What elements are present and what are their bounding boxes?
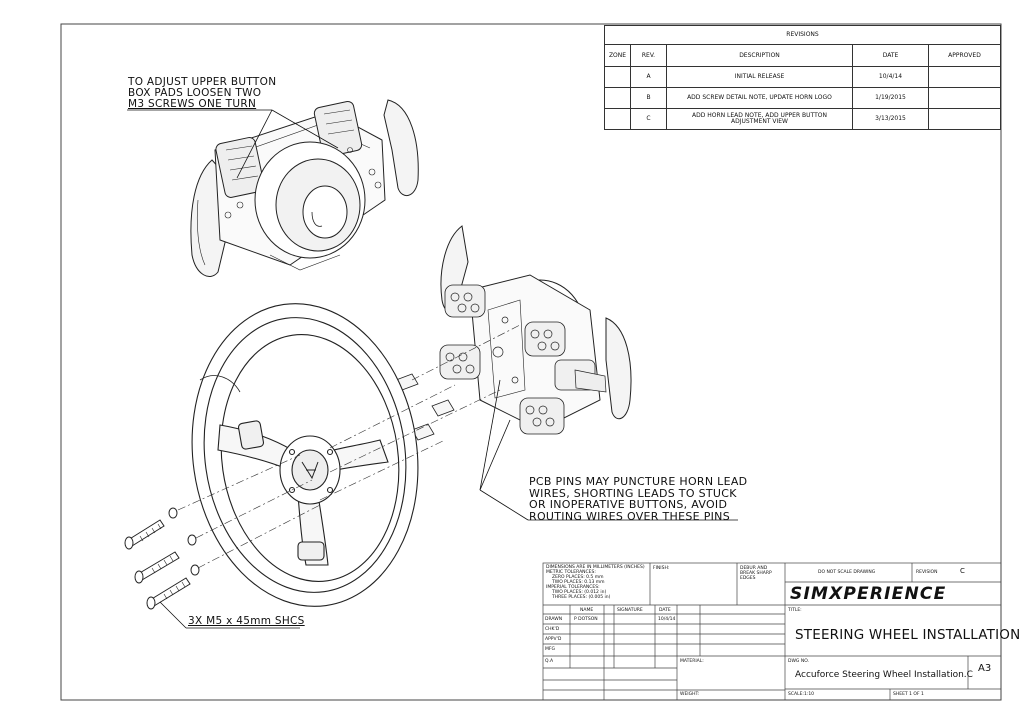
finish-label: FINISH: bbox=[653, 566, 670, 571]
col-description: DESCRIPTION bbox=[666, 44, 853, 67]
rev-approved bbox=[928, 87, 1001, 109]
material-label: MATERIAL: bbox=[680, 659, 704, 664]
button-box-assembly bbox=[395, 225, 632, 441]
col-name: NAME bbox=[580, 608, 594, 613]
revisions-title: REVISIONS bbox=[604, 25, 1001, 45]
row-checked: CHK'D bbox=[545, 627, 560, 632]
upper-note-leader bbox=[127, 109, 339, 179]
rev-date: 10/4/14 bbox=[852, 66, 929, 88]
row-approved: APPV'D bbox=[545, 637, 562, 642]
col-approved: APPROVED bbox=[928, 44, 1001, 67]
row-drawn: DRAWN bbox=[545, 617, 563, 622]
drawing-title: STEERING WHEEL INSTALLATION bbox=[795, 627, 1021, 643]
steering-wheel bbox=[191, 303, 419, 607]
rev-description: INITIAL RELEASE bbox=[666, 66, 853, 88]
centerlines bbox=[177, 324, 521, 569]
drawn-name: P DOTSON bbox=[574, 617, 598, 622]
upper-button-box-view bbox=[190, 99, 419, 277]
revision-row: A INITIAL RELEASE 10/4/14 bbox=[604, 66, 1001, 88]
revisions-table: REVISIONS ZONE REV. DESCRIPTION DATE APP… bbox=[604, 25, 1001, 130]
rev-description: ADD SCREW DETAIL NOTE, UPDATE HORN LOGO bbox=[666, 87, 853, 109]
scale-label: SCALE:1:10 bbox=[788, 692, 815, 697]
revisions-header-row: ZONE REV. DESCRIPTION DATE APPROVED bbox=[604, 44, 1001, 67]
title-label: TITLE: bbox=[788, 608, 802, 613]
row-qa: Q.A bbox=[545, 659, 554, 664]
drawn-date: 10/4/14 bbox=[658, 617, 676, 622]
upper-button-note: TO ADJUST UPPER BUTTON BOX PADS LOOSEN T… bbox=[128, 77, 276, 110]
sheet-number: SHEET 1 OF 1 bbox=[893, 692, 924, 697]
dim-line: IMPERIAL TOLERANCES: bbox=[546, 585, 600, 590]
col-zone: ZONE bbox=[604, 44, 631, 67]
rev-letter: B bbox=[630, 87, 667, 109]
pcb-note-line-4: ROUTING WIRES OVER THESE PINS bbox=[529, 509, 730, 523]
revision-label: REVISION bbox=[916, 570, 938, 575]
pcb-pins-note: PCB PINS MAY PUNCTURE HORN LEAD WIRES, S… bbox=[529, 476, 747, 522]
dim-line: THREE PLACES: (0.005 in) bbox=[552, 595, 611, 600]
upper-note-line-1: TO ADJUST UPPER BUTTON bbox=[128, 76, 277, 88]
pcb-note-leader bbox=[479, 379, 738, 521]
deburr-line: DEBUR AND bbox=[740, 566, 768, 571]
no-scale-note: DO NOT SCALE DRAWING bbox=[818, 570, 876, 575]
dwg-number: Accuforce Steering Wheel Installation.C bbox=[795, 670, 973, 680]
pcb-note-line-1: PCB PINS MAY PUNCTURE HORN LEAD bbox=[529, 475, 748, 488]
revision-row: B ADD SCREW DETAIL NOTE, UPDATE HORN LOG… bbox=[604, 87, 1001, 109]
dim-line: TWO PLACES: 0.13 mm bbox=[552, 580, 605, 585]
upper-note-line-2: BOX PADS LOOSEN TWO bbox=[128, 87, 262, 99]
col-date: DATE bbox=[659, 608, 671, 613]
rev-date: 1/19/2015 bbox=[852, 87, 929, 109]
revision-row: C ADD HORN LEAD NOTE, ADD UPPER BUTTON A… bbox=[604, 108, 1001, 130]
deburr-line: EDGES bbox=[740, 576, 756, 581]
dim-line: ZERO PLACES: 0.5 mm bbox=[552, 575, 604, 580]
screw-note: 3X M5 x 45mm SHCS bbox=[188, 615, 305, 627]
deburr-note: DEBUR AND BREAK SHARP EDGES bbox=[740, 566, 772, 581]
rev-letter: A bbox=[630, 66, 667, 88]
rev-description: ADD HORN LEAD NOTE, ADD UPPER BUTTON ADJ… bbox=[666, 108, 853, 130]
col-date: DATE bbox=[852, 44, 929, 67]
deburr-line: BREAK SHARP bbox=[740, 571, 772, 576]
title-block-grid bbox=[542, 562, 1002, 701]
weight-label: WEIGHT: bbox=[680, 692, 700, 697]
dim-line: DIMENSIONS ARE IN MILLIMETERS (INCHES) bbox=[546, 565, 645, 570]
dwg-no-label: DWG NO. bbox=[788, 659, 809, 664]
rev-zone bbox=[604, 66, 631, 88]
rev-zone bbox=[604, 108, 631, 130]
dim-line: TWO PLACES: (0.012 in) bbox=[552, 590, 607, 595]
dimensions-note: DIMENSIONS ARE IN MILLIMETERS (INCHES) M… bbox=[546, 565, 645, 600]
col-rev: REV. bbox=[630, 44, 667, 67]
revision-value: C bbox=[960, 567, 965, 575]
rev-approved bbox=[928, 108, 1001, 130]
pcb-note-line-2: WIRES, SHORTING LEADS TO STUCK bbox=[529, 486, 737, 500]
dim-line: METRIC TOLERANCES: bbox=[546, 570, 596, 575]
pcb-note-line-3: OR INOPERATIVE BUTTONS, AVOID bbox=[529, 498, 728, 511]
rev-date: 3/13/2015 bbox=[852, 108, 929, 130]
rev-approved bbox=[928, 66, 1001, 88]
col-signature: SIGNATURE bbox=[617, 608, 643, 613]
rev-zone bbox=[604, 87, 631, 109]
screws bbox=[124, 507, 200, 610]
sheet-border bbox=[60, 23, 1002, 701]
screw-note-leader bbox=[159, 601, 300, 629]
upper-note-line-3: M3 SCREWS ONE TURN bbox=[128, 98, 257, 110]
sheet-size: A3 bbox=[978, 663, 992, 674]
rev-letter: C bbox=[630, 108, 667, 130]
simxperience-logo: SIMXPERIENCE bbox=[790, 584, 947, 604]
row-mfg: MFG bbox=[545, 647, 555, 652]
